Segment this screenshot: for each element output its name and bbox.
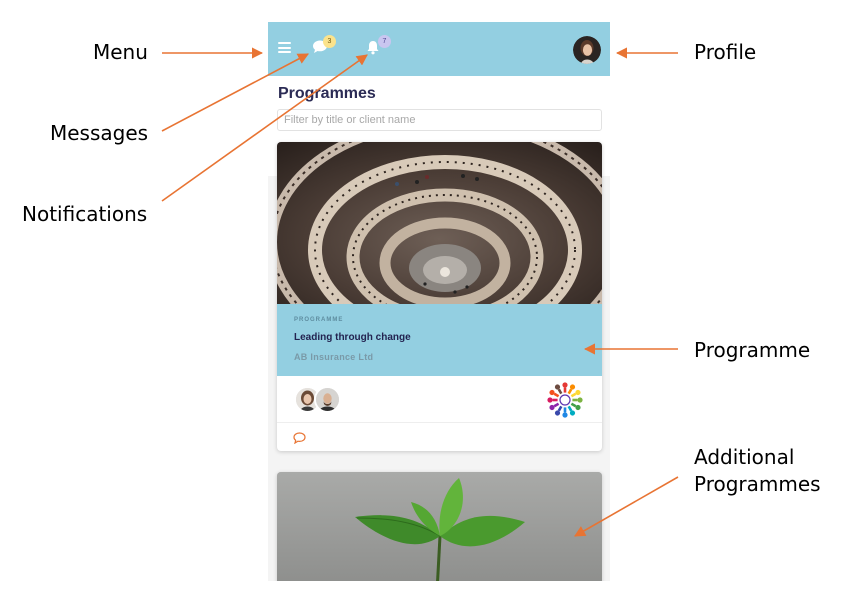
menu-icon[interactable]: [278, 42, 291, 53]
notifications-count-badge: 7: [378, 35, 391, 48]
callout-menu: Menu: [93, 40, 148, 64]
page-title: Programmes: [278, 85, 376, 102]
callout-profile: Profile: [694, 40, 757, 64]
search-input[interactable]: [277, 109, 602, 131]
programme-client: AB Insurance Ltd: [294, 352, 374, 362]
callout-notifications: Notifications: [22, 202, 148, 226]
callout-additional-line2: Programmes: [694, 472, 821, 496]
app-screen: 3 7 Programmes: [268, 22, 610, 581]
green-plant-image: [277, 472, 602, 581]
callout-programme: Programme: [694, 338, 811, 362]
comment-icon[interactable]: [293, 431, 306, 449]
top-bar: 3 7: [268, 22, 610, 76]
messages-count-badge: 3: [323, 35, 336, 48]
spiral-staircase-image: [277, 142, 602, 304]
programme-card[interactable]: PROGRAMME Leading through change AB Insu…: [277, 142, 602, 451]
card-divider: [277, 422, 602, 423]
participant-avatar: [294, 386, 321, 413]
programme-card[interactable]: [277, 472, 602, 581]
programme-title: Leading through change: [294, 332, 411, 343]
profile-avatar[interactable]: [573, 36, 601, 64]
callout-messages: Messages: [50, 121, 149, 145]
programme-info: PROGRAMME Leading through change AB Insu…: [277, 304, 602, 376]
programme-eyebrow: PROGRAMME: [294, 317, 344, 323]
callout-additional-line1: Additional: [694, 445, 795, 469]
circle-of-people-logo: [547, 382, 583, 418]
participant-avatar: [314, 386, 341, 413]
bell-icon[interactable]: [366, 40, 380, 55]
